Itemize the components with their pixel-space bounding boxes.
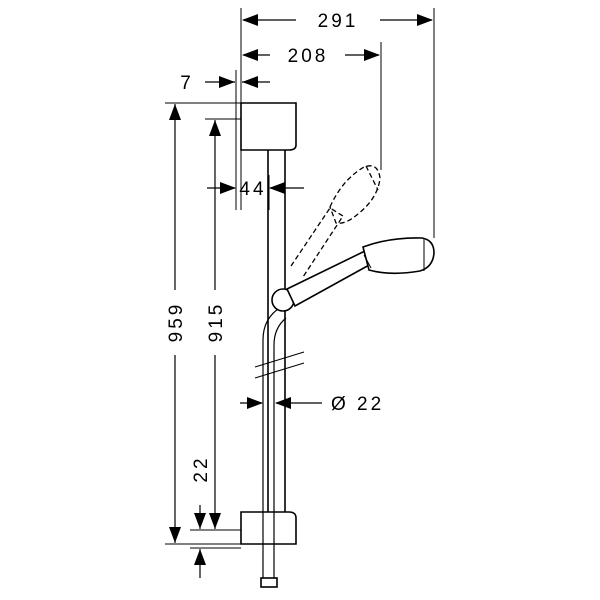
slider-break-line-lower xyxy=(254,362,305,379)
label-bottom-offset: 22 xyxy=(191,455,212,482)
label-wall-offset: 7 xyxy=(180,73,194,94)
label-overall-height: 959 xyxy=(166,302,187,343)
arrow-959-top xyxy=(169,104,181,120)
handshower-handle xyxy=(285,249,373,308)
dimension-labels: 291 208 7 44 Ø 22 959 915 22 xyxy=(166,11,384,483)
label-rail-diameter: Ø 22 xyxy=(331,394,384,415)
top-wall-bracket xyxy=(240,102,297,151)
handshower-collar xyxy=(363,254,372,269)
handshower-head xyxy=(362,237,435,275)
label-bracket-spacing: 915 xyxy=(206,302,227,343)
arrow-44-left xyxy=(220,182,236,194)
arrow-208-right xyxy=(364,49,380,61)
bottom-wall-bracket xyxy=(240,511,297,545)
handshower-alt-head xyxy=(329,165,381,224)
shower-hose-inner xyxy=(273,317,287,580)
handshower-alt-face-line xyxy=(365,165,379,191)
arrow-dia22-left xyxy=(247,397,263,409)
rail-bar xyxy=(267,137,286,519)
arrow-7-right xyxy=(242,76,258,88)
arrow-22-down xyxy=(194,513,206,529)
arrow-44-right xyxy=(269,182,285,194)
arrow-915-top xyxy=(209,120,221,136)
arrow-291-left xyxy=(242,14,258,26)
arrow-959-bottom xyxy=(169,527,181,543)
shower-rail-assembly xyxy=(240,102,435,588)
label-overall-width: 291 xyxy=(318,11,359,32)
arrow-208-left xyxy=(242,49,258,61)
handshower-alt-handle xyxy=(290,207,344,278)
arrow-291-right xyxy=(417,14,433,26)
dimension-lines xyxy=(165,8,435,578)
label-rail-to-wall: 44 xyxy=(239,179,266,200)
arrow-dia22-right xyxy=(275,397,291,409)
label-handshower-reach: 208 xyxy=(288,46,329,67)
arrow-7-left xyxy=(219,76,235,88)
arrow-915-bottom xyxy=(209,513,221,529)
arrow-22-up xyxy=(194,549,206,565)
hose-connector xyxy=(260,577,278,588)
slider-break-line-upper xyxy=(254,351,305,368)
